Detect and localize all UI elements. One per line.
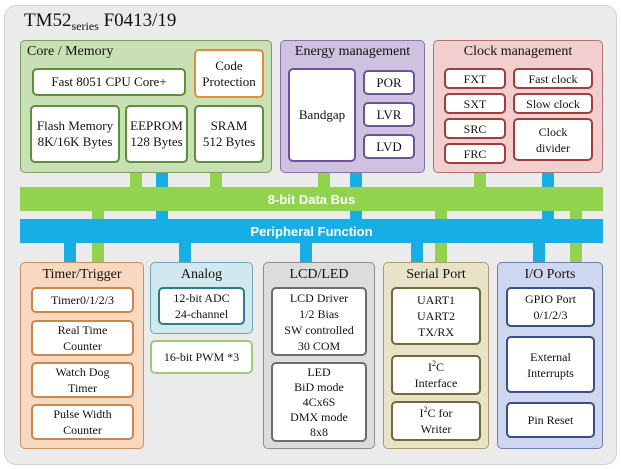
analog-header: Analog xyxy=(180,267,223,282)
title-main: TM52 xyxy=(24,10,72,31)
eeprom-line1: EEPROM xyxy=(130,118,183,133)
code-protection-line2: Protection xyxy=(202,73,256,89)
cpu-core-box: Fast 8051 CPU Core+ xyxy=(32,68,186,96)
pin-reset-box: Pin Reset xyxy=(506,402,595,438)
watchdog-timer-box: Watch Dog Timer xyxy=(31,362,134,398)
por-box: POR xyxy=(363,70,415,95)
ext-int-line1: External xyxy=(530,349,571,364)
i2c-writer-pre: I xyxy=(419,406,424,420)
lcd-driver-box: LCD Driver 1/2 Bias SW controlled 30 COM xyxy=(271,287,367,356)
led-box: LED BiD mode 4Cx6S DMX mode 8x8 xyxy=(271,362,367,442)
lvr-box: LVR xyxy=(363,102,415,127)
sram-line2: 512 Bytes xyxy=(202,134,256,149)
peripheral-bus: Peripheral Function xyxy=(20,219,603,243)
connector-peri-timer xyxy=(64,243,76,262)
clock-divider-line1: Clock xyxy=(538,124,568,139)
i2c-line2: Interface xyxy=(414,376,458,390)
i2c-sup: 2 xyxy=(431,359,436,368)
sxt-box: SXT xyxy=(444,93,506,114)
i2c-writer-box: I2C for Writer xyxy=(391,401,481,441)
timer0123-box: Timer0/1/2/3 xyxy=(31,287,134,313)
pwm-box: 16-bit PWM *3 xyxy=(150,340,253,374)
pwc-line2: Counter xyxy=(63,423,102,437)
connector-clock-data xyxy=(474,173,486,187)
rtc-line1: Real Time xyxy=(57,323,108,337)
clock-divider-box: Clock divider xyxy=(513,118,593,161)
lvd-box: LVD xyxy=(363,134,415,159)
slow-clock-box: Slow clock xyxy=(513,93,593,114)
eeprom-line2: 128 Bytes xyxy=(130,134,183,149)
connector-peri-analog xyxy=(179,243,191,262)
flash-line1: Flash Memory xyxy=(36,118,114,133)
ext-int-line2: Interrupts xyxy=(527,365,574,380)
connector-peri-lcd xyxy=(300,243,312,262)
lcd-driver-line3: SW controlled xyxy=(284,322,354,337)
fast-clock-box: Fast clock xyxy=(513,68,593,89)
timer-trigger-header: Timer/Trigger xyxy=(42,267,122,282)
clock-divider-line2: divider xyxy=(536,140,570,155)
uart-line2: UART2 xyxy=(417,309,455,323)
uart-line3: TX/RX xyxy=(418,325,454,339)
core-memory-header: Core / Memory xyxy=(27,44,114,59)
i2c-line1: I2C xyxy=(428,359,444,375)
i2c-writer-line2: Writer xyxy=(420,422,452,436)
adc-line2: 24-channel xyxy=(174,307,229,321)
wdt-line1: Watch Dog xyxy=(55,365,110,379)
lcd-driver-line1: LCD Driver xyxy=(289,290,349,305)
led-line5: 8x8 xyxy=(310,424,328,439)
connector-peri-io xyxy=(533,243,545,262)
i2c-interface-box: I2C Interface xyxy=(391,355,481,395)
title-model: F0413/19 xyxy=(98,10,177,31)
led-line3: 4Cx6S xyxy=(302,394,336,409)
lcd-driver-line4: 30 COM xyxy=(297,338,341,353)
lcd-led-header: LCD/LED xyxy=(289,267,349,282)
adc-box: 12-bit ADC 24-channel xyxy=(158,287,245,325)
serial-port-header: Serial Port xyxy=(406,267,466,282)
adc-line1: 12-bit ADC xyxy=(173,291,230,305)
i2c-writer-line1: I2C for xyxy=(420,405,453,421)
pulse-width-counter-box: Pulse Width Counter xyxy=(31,404,134,440)
sram-line1: SRAM xyxy=(210,118,248,133)
led-line4: DMX mode xyxy=(290,409,348,424)
connector-core-data xyxy=(130,173,142,187)
i2c-post: C xyxy=(435,360,444,374)
connector-energy-data xyxy=(318,173,330,187)
lcd-driver-line2: 1/2 Bias xyxy=(299,306,339,321)
uart-box: UART1 UART2 TX/RX xyxy=(391,287,481,345)
code-protection-box: Code Protection xyxy=(194,49,264,98)
fxt-box: FXT xyxy=(444,68,506,89)
data-bus: 8-bit Data Bus xyxy=(20,187,603,211)
energy-management-header: Energy management xyxy=(294,44,411,59)
flash-line2: 8K/16K Bytes xyxy=(37,134,113,149)
gpio-line2: 0/1/2/3 xyxy=(533,308,568,322)
wdt-line2: Timer xyxy=(68,381,97,395)
frc-box: FRC xyxy=(444,143,506,164)
bandgap-box: Bandgap xyxy=(288,68,356,162)
flash-memory-box: Flash Memory 8K/16K Bytes xyxy=(30,105,120,163)
pwc-line1: Pulse Width xyxy=(53,407,112,421)
gpio-line1: GPIO Port xyxy=(524,292,576,306)
uart-line1: UART1 xyxy=(417,293,455,307)
title-sub: series xyxy=(71,19,99,33)
connector-peri-serial xyxy=(411,243,423,262)
i2c-writer-sup: 2 xyxy=(423,405,428,414)
io-ports-header: I/O Ports xyxy=(524,267,576,282)
led-line1: LED xyxy=(307,364,331,379)
connector-core-data-2 xyxy=(210,173,222,187)
rtc-line2: Counter xyxy=(63,339,102,353)
eeprom-box: EEPROM 128 Bytes xyxy=(125,105,188,163)
i2c-pre: I xyxy=(427,360,432,374)
led-line2: BiD mode xyxy=(294,379,344,394)
real-time-counter-box: Real Time Counter xyxy=(31,320,134,356)
i2c-writer-post: C for xyxy=(427,406,453,420)
sram-box: SRAM 512 Bytes xyxy=(194,105,264,163)
src-box: SRC xyxy=(444,118,506,139)
code-protection-line1: Code xyxy=(215,57,243,73)
diagram-title: TM52series F0413/19 xyxy=(24,10,176,34)
clock-management-header: Clock management xyxy=(463,44,573,59)
gpio-port-box: GPIO Port 0/1/2/3 xyxy=(506,287,595,327)
external-interrupts-box: External Interrupts xyxy=(506,336,595,393)
